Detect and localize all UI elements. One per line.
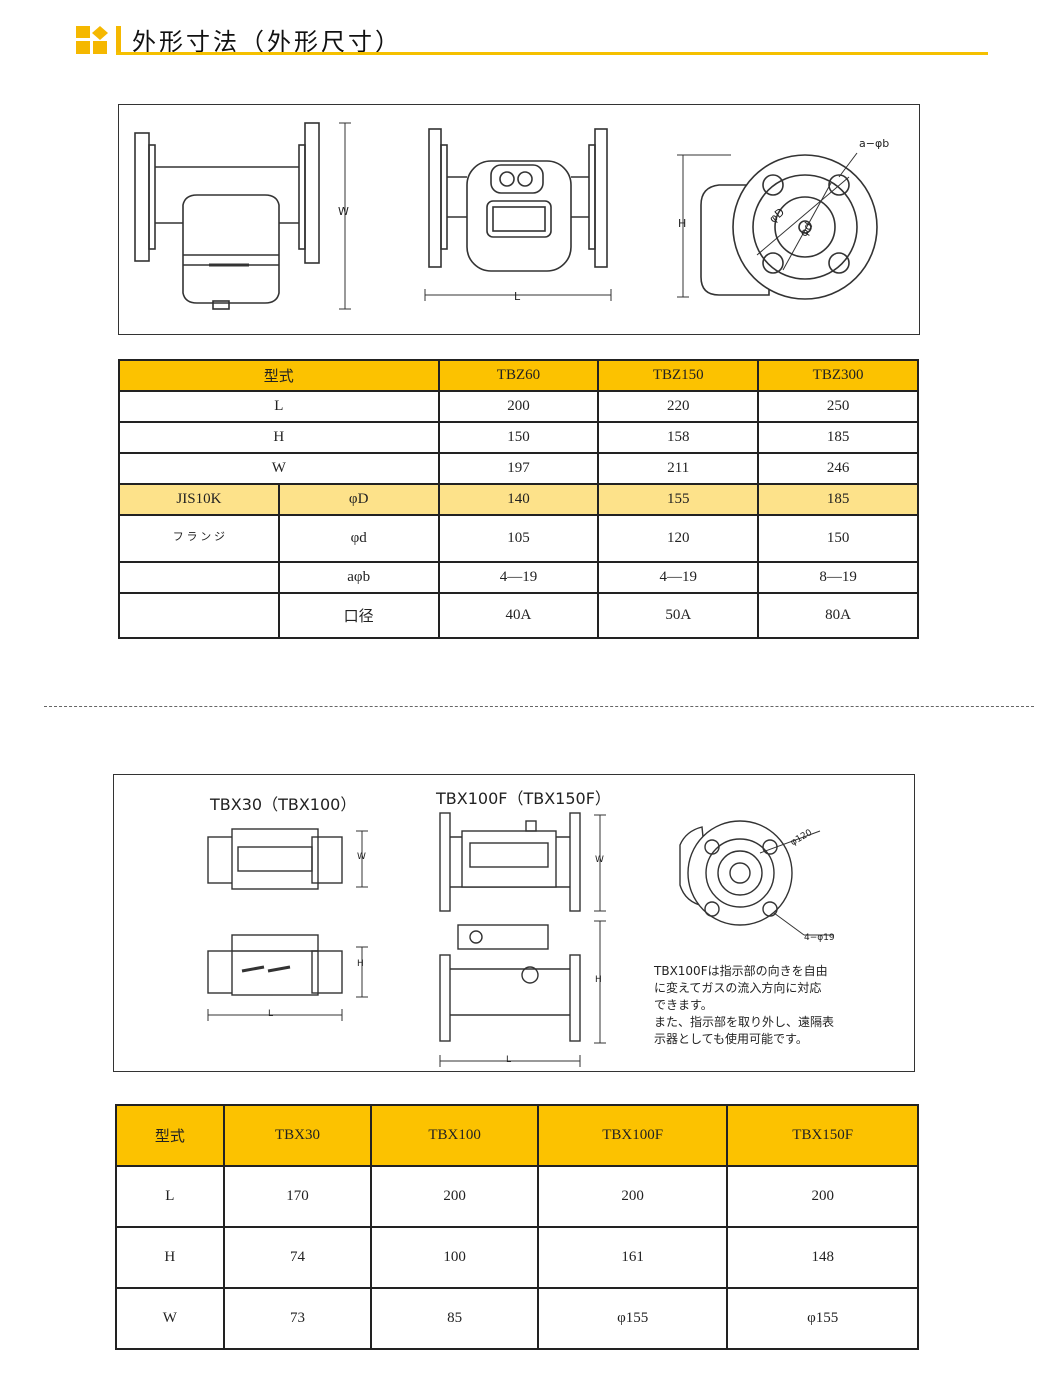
table-cell: 200 (726, 1165, 919, 1228)
tbx30-title: TBX30（TBX100） (210, 795, 357, 814)
table-cell: 140 (437, 483, 600, 516)
table-cell: 200 (536, 1165, 729, 1228)
table-cell: 170 (222, 1165, 373, 1228)
note-line: できます。 (654, 998, 713, 1012)
table-cell: 161 (536, 1226, 729, 1289)
table-cell: L (118, 390, 440, 423)
table-cell: 185 (757, 421, 919, 454)
table-cell: 73 (222, 1287, 373, 1350)
table-cell: 200 (437, 390, 600, 423)
table-cell: L (115, 1165, 225, 1228)
header-cell: TBX30 (222, 1104, 373, 1167)
dim-label-a-phi-b: a−φb (859, 137, 890, 150)
table-cell: aφb (277, 561, 440, 594)
section-divider (44, 706, 1034, 707)
table-cell: 158 (597, 421, 760, 454)
dim-label-w2: W (595, 855, 604, 865)
table-row: L 170 200 200 200 (115, 1165, 919, 1228)
table-cell: 211 (597, 452, 760, 485)
tbz-drawing-svg (134, 122, 878, 310)
note-line: 示器としても使用可能です。 (654, 1032, 808, 1046)
tbx100f-title: TBX100F（TBX150F） (436, 789, 611, 808)
tbx-dimension-drawing: TBX30（TBX100） TBX100F（TBX150F） W H L W H… (113, 774, 915, 1072)
table-cell: 220 (597, 390, 760, 423)
table-row: 口径 40A 50A 80A (118, 592, 919, 639)
dim-label-w1: W (357, 852, 366, 862)
table-cell: φ155 (726, 1287, 919, 1350)
dim-label-w: W (338, 205, 349, 218)
table-cell: 口径 (277, 592, 440, 639)
table-cell: 200 (370, 1165, 539, 1228)
table-cell: W (115, 1287, 225, 1350)
tbz-spec-table: 型式 TBZ60 TBZ150 TBZ300 L 200 220 250 H 1… (118, 359, 919, 639)
dim-label-h1: H (357, 959, 364, 969)
table-cell: 8—19 (757, 561, 919, 594)
tbx-drawing-svg (207, 812, 834, 1067)
table-cell: 4—19 (437, 561, 600, 594)
header-cell: 型式 (118, 359, 440, 392)
dim-label-h2: H (595, 975, 602, 985)
flange-sub-cell: フ ラ ン ジ (118, 514, 280, 563)
table-cell: H (118, 421, 440, 454)
table-cell-empty (118, 561, 280, 594)
table-cell: 40A (437, 592, 600, 639)
note-line: また、指示部を取り外し、遠隔表 (654, 1015, 835, 1029)
logo-squares-icon (76, 26, 108, 54)
table-row: aφb 4—19 4—19 8—19 (118, 561, 919, 594)
tbx100f-note: TBX100Fは指示部の向きを自由 に変えてガスの流入方向に対応 できます。 ま… (654, 963, 834, 1048)
table-cell: W (118, 452, 440, 485)
table-cell: 150 (437, 421, 600, 454)
table-cell: 185 (757, 483, 919, 516)
table-cell: 100 (370, 1226, 539, 1289)
header-cell: TBX150F (726, 1104, 919, 1167)
tbx-spec-table: 型式 TBX30 TBX100 TBX100F TBX150F L 170 20… (115, 1104, 919, 1350)
note-line: に変えてガスの流入方向に対応 (654, 981, 822, 995)
flange-label-cell: JIS10K (118, 483, 280, 516)
table-cell: H (115, 1226, 225, 1289)
header-cell: 型式 (115, 1104, 225, 1167)
dim-label-l2: L (506, 1055, 512, 1065)
table-cell: 4—19 (597, 561, 760, 594)
table-row: W 73 85 φ155 φ155 (115, 1287, 919, 1350)
table-cell: 74 (222, 1226, 373, 1289)
table-cell: φd (277, 514, 440, 563)
note-line: TBX100Fは指示部の向きを自由 (654, 964, 828, 978)
dim-label-l1: L (268, 1009, 274, 1019)
section-header: 外形寸法（外形尺寸） (76, 22, 988, 56)
header-bar (116, 26, 121, 54)
table-cell: φD (277, 483, 440, 516)
table-cell: 120 (597, 514, 760, 563)
table-row: H 150 158 185 (118, 421, 919, 454)
header-cell: TBX100 (370, 1104, 539, 1167)
table-cell: 50A (597, 592, 760, 639)
table-row: L 200 220 250 (118, 390, 919, 423)
header-cell: TBZ60 (437, 359, 600, 392)
table-cell: 155 (597, 483, 760, 516)
table-cell: 85 (370, 1287, 539, 1350)
dim-label-l: L (514, 290, 521, 303)
header-cell: TBZ150 (597, 359, 760, 392)
dim-label-h: H (678, 217, 687, 230)
table-row: JIS10K φD 140 155 185 (118, 483, 919, 516)
header-cell: TBX100F (536, 1104, 729, 1167)
table-row: W 197 211 246 (118, 452, 919, 485)
table-header-row: 型式 TBX30 TBX100 TBX100F TBX150F (115, 1104, 919, 1167)
table-cell-empty (118, 592, 280, 639)
dim-label-hole: 4−φ19 (804, 933, 835, 943)
header-rule (116, 52, 988, 55)
table-cell: φ155 (536, 1287, 729, 1350)
table-cell: 80A (757, 592, 919, 639)
table-row: フ ラ ン ジ φd 105 120 150 (118, 514, 919, 563)
table-cell: 150 (757, 514, 919, 563)
table-cell: 105 (437, 514, 600, 563)
table-cell: 246 (757, 452, 919, 485)
table-cell: 250 (757, 390, 919, 423)
page-title: 外形寸法（外形尺寸） (132, 28, 402, 56)
header-cell: TBZ300 (757, 359, 919, 392)
table-cell: 197 (437, 452, 600, 485)
tbz-dimension-drawing: W L H a−φb φD φd (118, 104, 920, 335)
table-row: H 74 100 161 148 (115, 1226, 919, 1289)
table-cell: 148 (726, 1226, 919, 1289)
table-header-row: 型式 TBZ60 TBZ150 TBZ300 (118, 359, 919, 392)
